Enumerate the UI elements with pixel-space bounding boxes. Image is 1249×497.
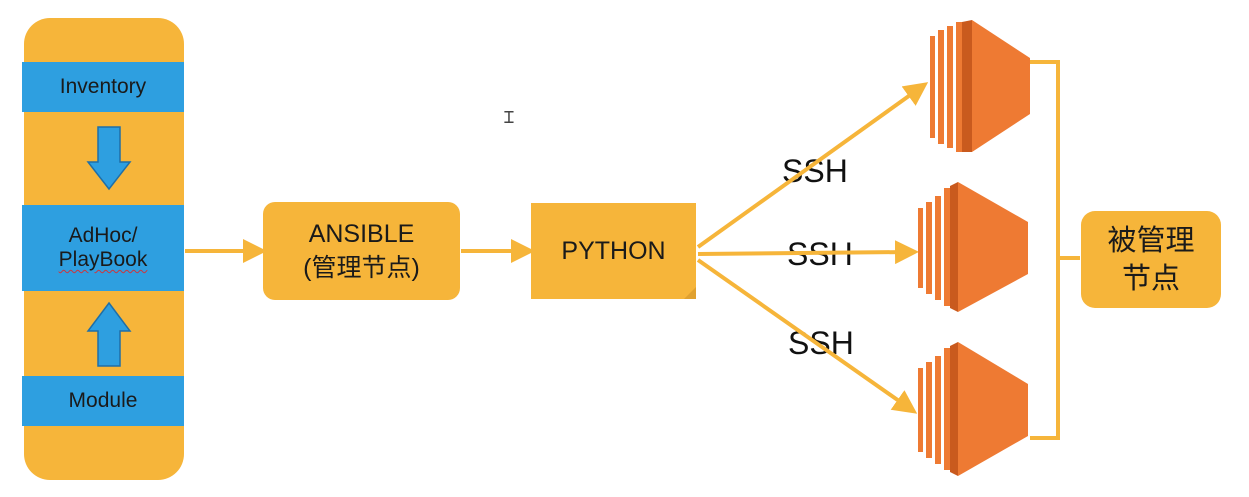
adhoc-label: AdHoc/ xyxy=(68,224,138,247)
inventory-box: Inventory xyxy=(22,62,184,112)
managed-line2: 节点 xyxy=(1121,262,1180,295)
up-arrow-icon xyxy=(86,301,132,367)
ansible-subtitle: (管理节点) xyxy=(303,254,420,282)
module-box: Module xyxy=(22,376,184,426)
ssh-label-top: SSH xyxy=(782,153,848,189)
bracket-servers xyxy=(1030,60,1060,440)
text-cursor-icon: Ꮖ xyxy=(504,108,515,127)
server-icon xyxy=(918,342,1028,476)
adhoc-playbook-box: AdHoc/ PlayBook xyxy=(22,205,184,291)
python-box: PYTHON xyxy=(531,203,696,299)
arrow-python-to-server-bottom xyxy=(696,258,918,414)
managed-line1: 被管理 xyxy=(1107,224,1195,257)
server-icon xyxy=(930,20,1030,152)
ansible-box: ANSIBLE (管理节点) xyxy=(263,202,460,300)
playbook-label: PlayBook xyxy=(58,248,148,271)
python-label: PYTHON xyxy=(561,236,666,265)
inventory-label: Inventory xyxy=(59,75,147,98)
down-arrow-icon xyxy=(86,126,132,191)
arrow-python-to-server-top xyxy=(696,82,929,249)
ansible-title: ANSIBLE xyxy=(308,220,415,248)
connector-arrows xyxy=(185,60,1080,440)
page-curl xyxy=(684,287,696,299)
module-label: Module xyxy=(68,389,138,412)
arrow-python-to-server-middle xyxy=(697,240,919,265)
managed-nodes-box: 被管理 节点 xyxy=(1081,211,1221,308)
server-icon xyxy=(918,182,1028,312)
